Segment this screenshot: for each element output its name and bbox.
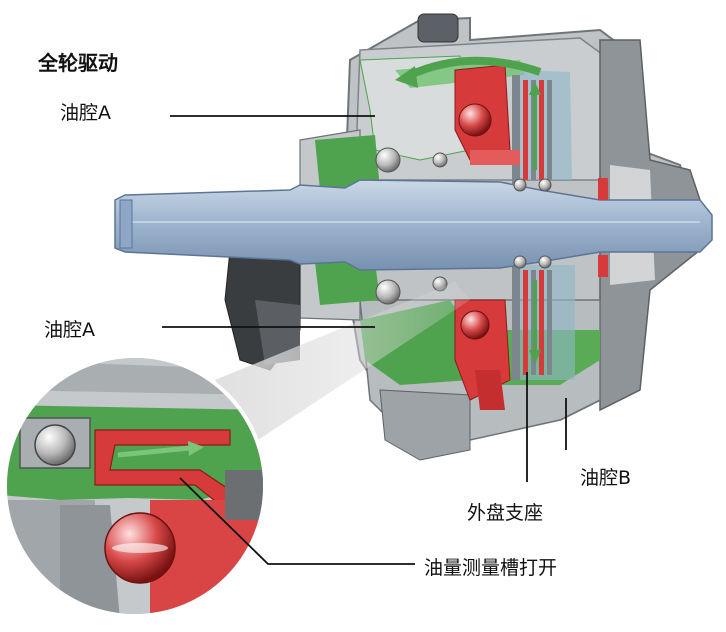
valve-ball-upper xyxy=(458,103,492,137)
valve-ball-lower xyxy=(460,310,490,340)
label-oil-measuring-groove: 油量测量槽打开 xyxy=(424,557,558,579)
diagram-title: 全轮驱动 xyxy=(38,51,118,75)
leader-oil-measuring-groove xyxy=(179,477,415,565)
label-oil-chamber-b: 油腔B xyxy=(580,467,632,489)
oil-flow-arrow-upper xyxy=(395,56,542,170)
roller-bearing-right xyxy=(513,178,552,269)
label-oil-chamber-a-mid: 油腔A xyxy=(44,319,95,341)
zoom-beam xyxy=(215,282,470,440)
bearing-ball-left-upper xyxy=(375,147,401,173)
label-outer-plate-carrier: 外盘支座 xyxy=(467,502,544,524)
input-shaft xyxy=(114,179,713,271)
bearing-ball-mid-upper xyxy=(432,152,448,168)
leader-lines xyxy=(162,115,567,565)
label-oil-chamber-a-top: 油腔A xyxy=(60,102,111,124)
oil-flow-arrow-lower xyxy=(529,280,541,364)
seal-ring-right xyxy=(598,178,608,277)
bearing-ball-left-lower xyxy=(375,279,401,305)
